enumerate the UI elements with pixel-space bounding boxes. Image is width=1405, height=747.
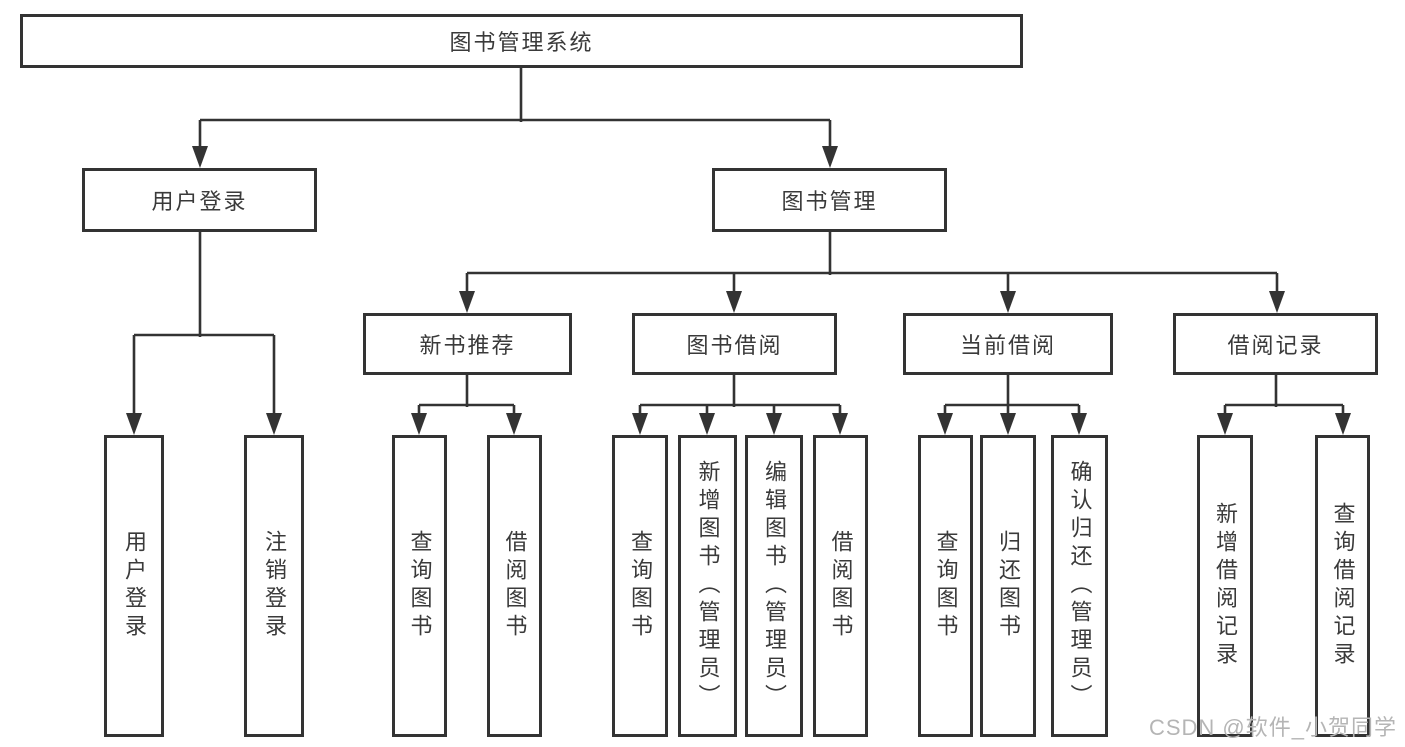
leaf-user-login: 用户登录 xyxy=(104,435,164,737)
arrow-heads xyxy=(126,146,1351,435)
node-current-borrowing: 当前借阅 xyxy=(903,313,1113,375)
leaf-borrowing-query-books: 查询图书 xyxy=(612,435,668,737)
leaf-borrowing-edit-books-admin: 编辑图书（管理员） xyxy=(745,435,803,737)
connector-book-management-children xyxy=(465,232,1279,295)
leaf-borrowing-borrow-books: 借阅图书 xyxy=(813,435,868,737)
connector-new-book-children xyxy=(417,375,516,417)
node-book-borrowing: 图书借阅 xyxy=(632,313,837,375)
node-borrowing-records: 借阅记录 xyxy=(1173,313,1378,375)
connector-current-borrowing-children xyxy=(943,375,1081,417)
leaf-current-confirm-return-admin: 确认归还（管理员） xyxy=(1051,435,1108,737)
node-library-management-system: 图书管理系统 xyxy=(20,14,1023,68)
connector-user-login-children xyxy=(132,232,276,417)
leaf-logout: 注销登录 xyxy=(244,435,304,737)
leaf-current-query-books: 查询图书 xyxy=(918,435,973,737)
connector-borrowing-records-children xyxy=(1223,375,1345,417)
leaf-current-return-books: 归还图书 xyxy=(980,435,1036,737)
leaf-borrowing-add-books-admin: 新增图书（管理员） xyxy=(678,435,737,737)
node-book-management: 图书管理 xyxy=(712,168,947,232)
node-new-book-recommendation: 新书推荐 xyxy=(363,313,572,375)
leaf-newbook-borrow-books: 借阅图书 xyxy=(487,435,542,737)
leaf-records-query-borrow-record: 查询借阅记录 xyxy=(1315,435,1370,737)
connector-book-borrowing-children xyxy=(638,375,842,417)
leaf-records-add-borrow-record: 新增借阅记录 xyxy=(1197,435,1253,737)
node-user-login: 用户登录 xyxy=(82,168,317,232)
leaf-newbook-query-books: 查询图书 xyxy=(392,435,447,737)
connector-root-to-level2 xyxy=(198,68,832,150)
watermark-csdn: CSDN @软件_小贺同学 xyxy=(1148,715,1397,740)
